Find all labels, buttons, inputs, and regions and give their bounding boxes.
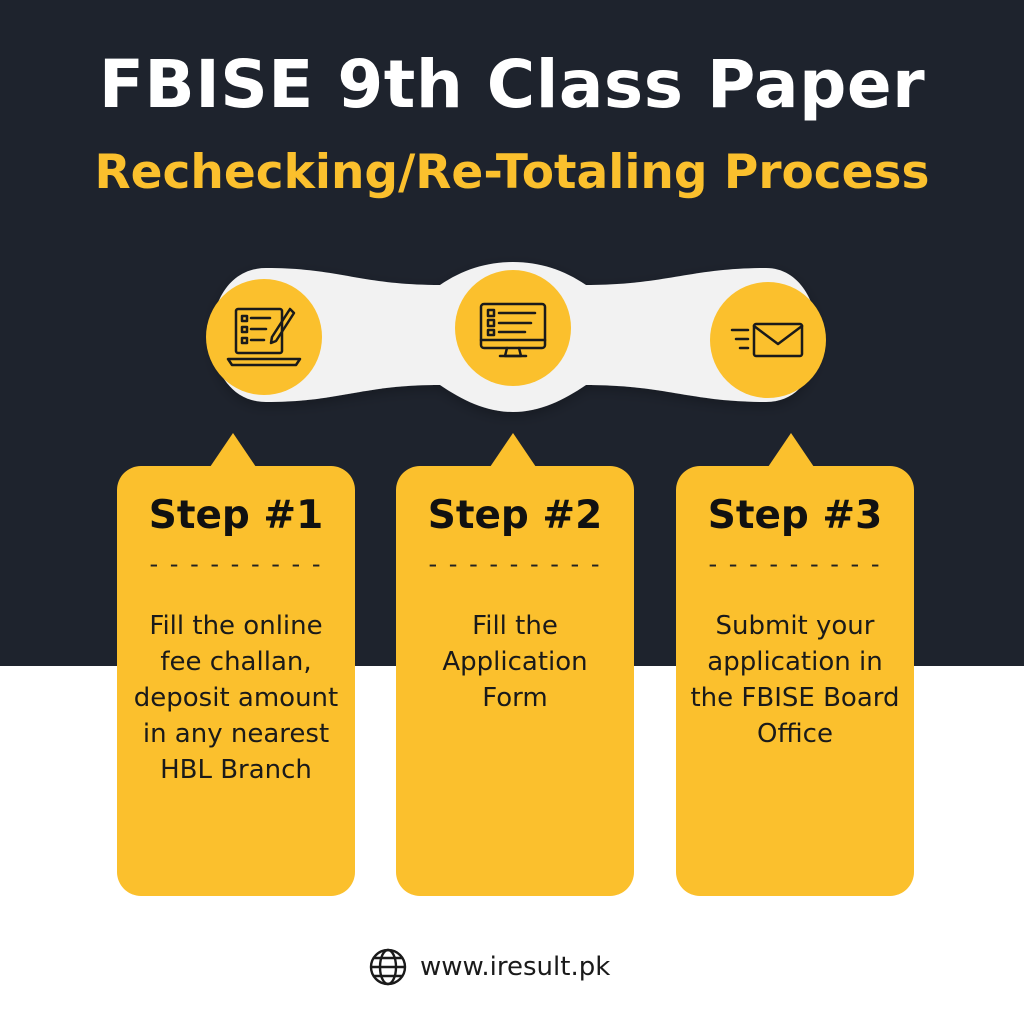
- footer: www.iresult.pk: [368, 945, 610, 989]
- page-subtitle: Rechecking/Re-Totaling Process: [94, 145, 930, 200]
- step-2-divider: - - - - - - - - -: [428, 550, 602, 578]
- steps-connector: [212, 262, 818, 412]
- step-2-title: Step #2: [427, 493, 603, 538]
- website-link[interactable]: www.iresult.pk: [420, 952, 611, 982]
- step-1-divider: - - - - - - - - -: [149, 550, 323, 578]
- step-1-icon-circle: [206, 279, 322, 395]
- monitor-form-icon: [479, 302, 547, 358]
- step-1-title: Step #1: [148, 493, 324, 538]
- step-1-description: Fill the online fee challan, deposit amo…: [133, 611, 339, 785]
- step-3-icon-circle: [710, 282, 826, 398]
- step-1-card: Step #1 - - - - - - - - - Fill the onlin…: [117, 433, 355, 896]
- step-1-card-pointer: [210, 433, 256, 467]
- step-3-card-pointer: [768, 433, 814, 467]
- step-2-description: Fill the Application Form: [442, 611, 588, 713]
- globe-icon: [369, 948, 407, 986]
- step-2-card-pointer: [490, 433, 536, 467]
- step-3-divider: - - - - - - - - -: [708, 550, 882, 578]
- page-title: FBISE 9th Class Paper: [98, 46, 926, 123]
- step-3-title: Step #3: [707, 493, 883, 538]
- step-3-description: Submit your application in the FBISE Boa…: [690, 611, 900, 749]
- laptop-checklist-icon: [226, 307, 302, 367]
- step-2-icon-circle: [455, 270, 571, 386]
- envelope-send-icon: [730, 322, 804, 358]
- step-3-card: Step #3 - - - - - - - - - Submit your ap…: [676, 433, 914, 896]
- step-2-card: Step #2 - - - - - - - - - Fill the Appli…: [396, 433, 634, 896]
